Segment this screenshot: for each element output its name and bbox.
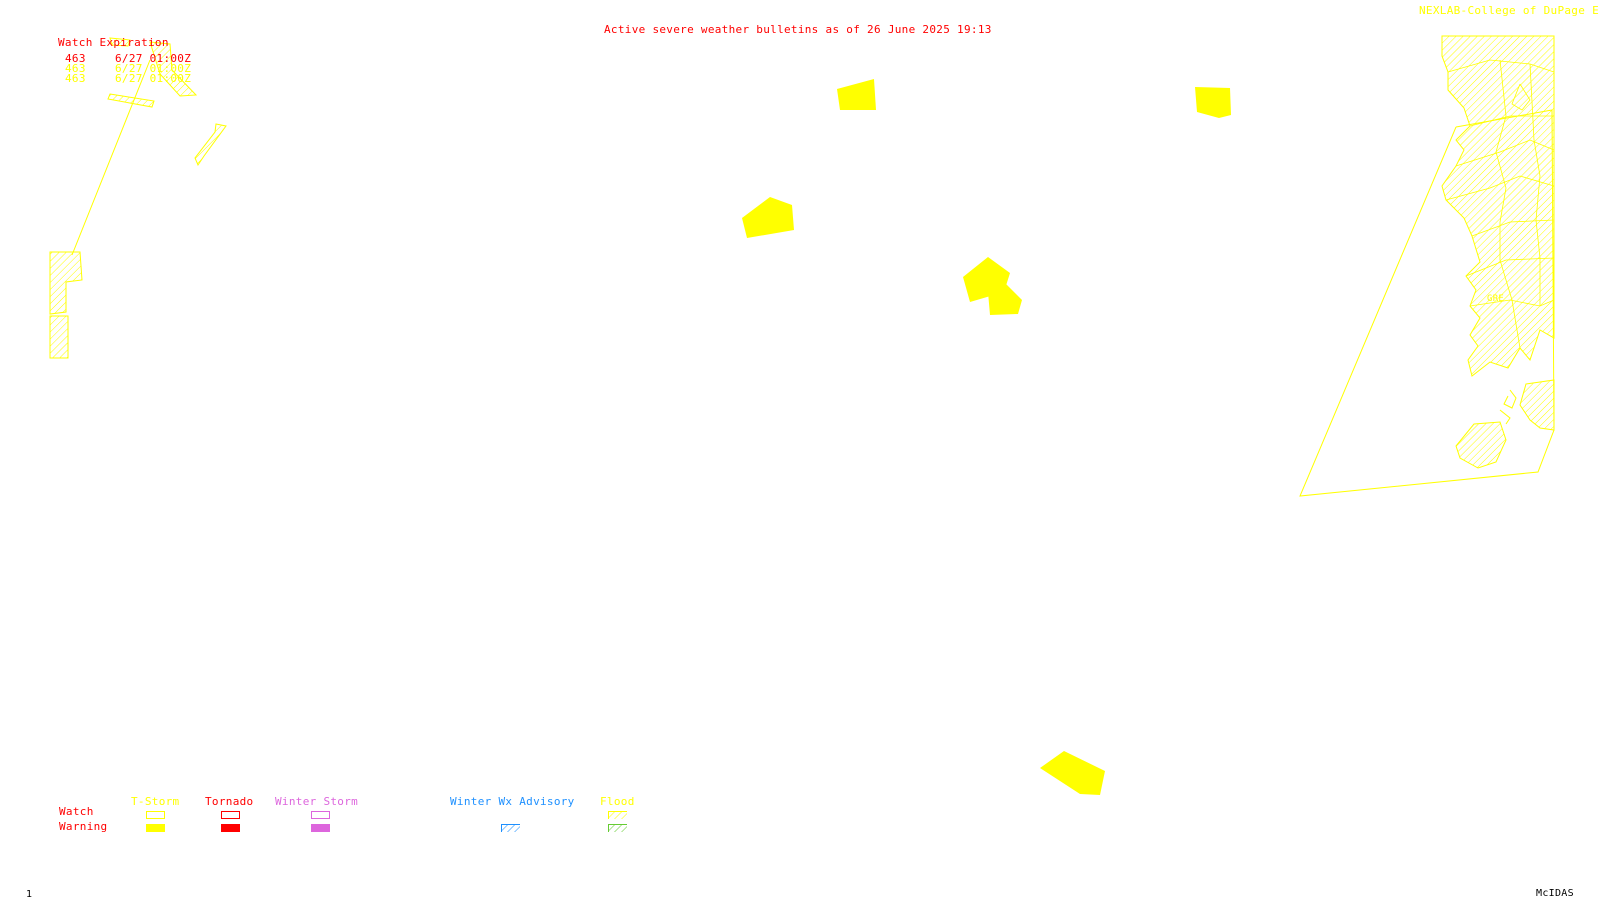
tstorm-warning-polygon xyxy=(742,197,794,238)
legend-winter-advisory-label: Winter Wx Advisory xyxy=(450,795,575,808)
flood-area xyxy=(1519,379,1555,431)
frame-number: 1 xyxy=(26,889,33,900)
legend-winter-storm-warning-swatch xyxy=(311,824,330,832)
tstorm-warning-polygon xyxy=(837,79,876,110)
county-lines xyxy=(1447,59,1555,73)
county-lines xyxy=(1511,83,1531,111)
legend-tornado-label: Tornado xyxy=(205,795,254,808)
watch-row-id: 463 xyxy=(65,62,86,75)
county-lines xyxy=(1529,63,1541,306)
tstorm-warning-polygon xyxy=(1040,751,1105,795)
software-label: McIDAS xyxy=(1536,888,1574,899)
county-lines xyxy=(1469,115,1554,127)
flood-area xyxy=(49,315,69,359)
watch-row-expiry: 6/27 01:00Z xyxy=(115,52,192,65)
legend-winter-storm-label: Winter Storm xyxy=(275,795,359,808)
county-lines xyxy=(1471,219,1555,237)
legend-row-watch: Watch xyxy=(59,805,94,818)
legend-tornado-warning-swatch xyxy=(221,824,240,832)
flood-area xyxy=(49,251,83,315)
tstorm-warning-polygon xyxy=(988,284,1022,315)
legend-row-warning: Warning xyxy=(59,820,108,833)
flood-region xyxy=(1441,35,1555,377)
county-lines xyxy=(1469,299,1555,307)
legend-tstorm-label: T-Storm xyxy=(131,795,180,808)
page-title: Active severe weather bulletins as of 26… xyxy=(604,23,992,36)
watch-boundary-line xyxy=(71,59,151,256)
county-lines xyxy=(1495,59,1521,349)
legend-tornado-watch-swatch xyxy=(221,811,240,819)
legend-flood-warning-swatch xyxy=(608,824,627,832)
watch-row-id: 463 xyxy=(65,52,86,65)
legend-winter-storm-watch-swatch xyxy=(311,811,330,819)
county-lines xyxy=(1455,139,1555,167)
watch-table-heading: Watch Expiration xyxy=(58,36,169,49)
watch-row-id: 463 xyxy=(65,72,86,85)
watch-row-expiry: 6/27 01:00Z xyxy=(115,72,192,85)
credit-label: NEXLAB-College of DuPage E xyxy=(1419,4,1599,17)
county-lines xyxy=(1445,175,1555,201)
legend-winter-advisory-warning-swatch xyxy=(501,824,520,832)
watch-row-expiry: 6/27 01:00Z xyxy=(115,62,192,75)
county-lines xyxy=(1465,257,1555,277)
coastline xyxy=(1499,409,1511,425)
flood-area xyxy=(194,123,227,167)
coastline xyxy=(1503,389,1517,409)
flood-area xyxy=(107,93,155,108)
flood-area xyxy=(109,37,131,47)
legend-tstorm-warning-swatch xyxy=(146,824,165,832)
legend-flood-watch-swatch xyxy=(608,811,627,819)
county-label: GRE xyxy=(1487,294,1505,304)
tstorm-warning-polygon xyxy=(1195,87,1231,118)
legend-tstorm-watch-swatch xyxy=(146,811,165,819)
legend-flood-label: Flood xyxy=(600,795,635,808)
flood-area xyxy=(1455,421,1507,469)
flood-area xyxy=(149,41,198,97)
